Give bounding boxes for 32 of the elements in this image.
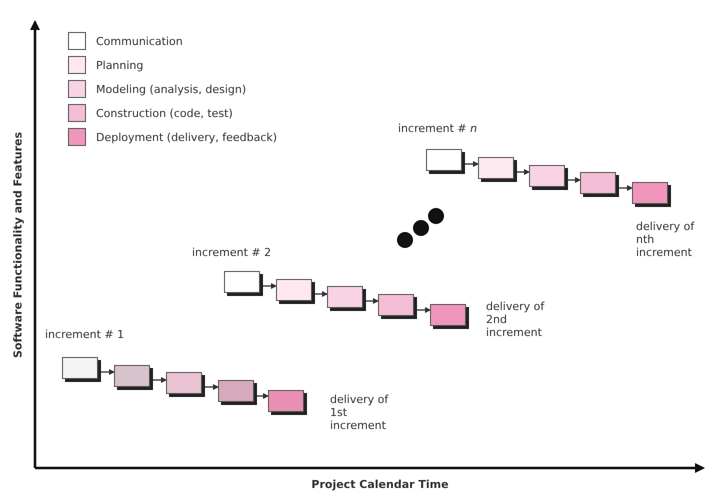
legend-label: Communication: [96, 35, 183, 48]
process-box: [62, 357, 98, 379]
legend-label: Planning: [96, 59, 144, 72]
process-box: [378, 294, 414, 316]
legend-label: Deployment (delivery, feedback): [96, 131, 278, 144]
arrow: [312, 291, 328, 297]
process-box: [430, 304, 466, 326]
increment-label: increment # n: [398, 122, 478, 135]
process-box: [268, 390, 304, 412]
axis-title: Software Functionality and Features: [12, 132, 24, 358]
process-box: [580, 172, 616, 194]
process-box: [166, 372, 202, 394]
arrow: [363, 298, 379, 304]
process-box: [632, 182, 668, 204]
arrow: [565, 177, 581, 183]
axis-title: Project Calendar Time: [311, 478, 449, 491]
process-box: [426, 149, 462, 171]
process-box: [224, 271, 260, 293]
increment-label: increment # 2: [192, 246, 272, 259]
process-box: [276, 279, 312, 301]
process-box: [327, 286, 363, 308]
legend-label: Modeling (analysis, design): [96, 83, 246, 96]
increment-label: increment # 1: [45, 328, 124, 341]
legend-label: Construction (code, test): [96, 107, 233, 120]
delivery-note: delivery of 1st increment: [330, 393, 390, 432]
process-box: [114, 365, 150, 387]
process-box: [478, 157, 514, 179]
delivery-note: delivery of nth increment: [636, 220, 696, 259]
delivery-note: delivery of 2nd increment: [486, 300, 546, 339]
process-box: [218, 380, 254, 402]
process-box: [529, 165, 565, 187]
arrow: [514, 169, 530, 175]
